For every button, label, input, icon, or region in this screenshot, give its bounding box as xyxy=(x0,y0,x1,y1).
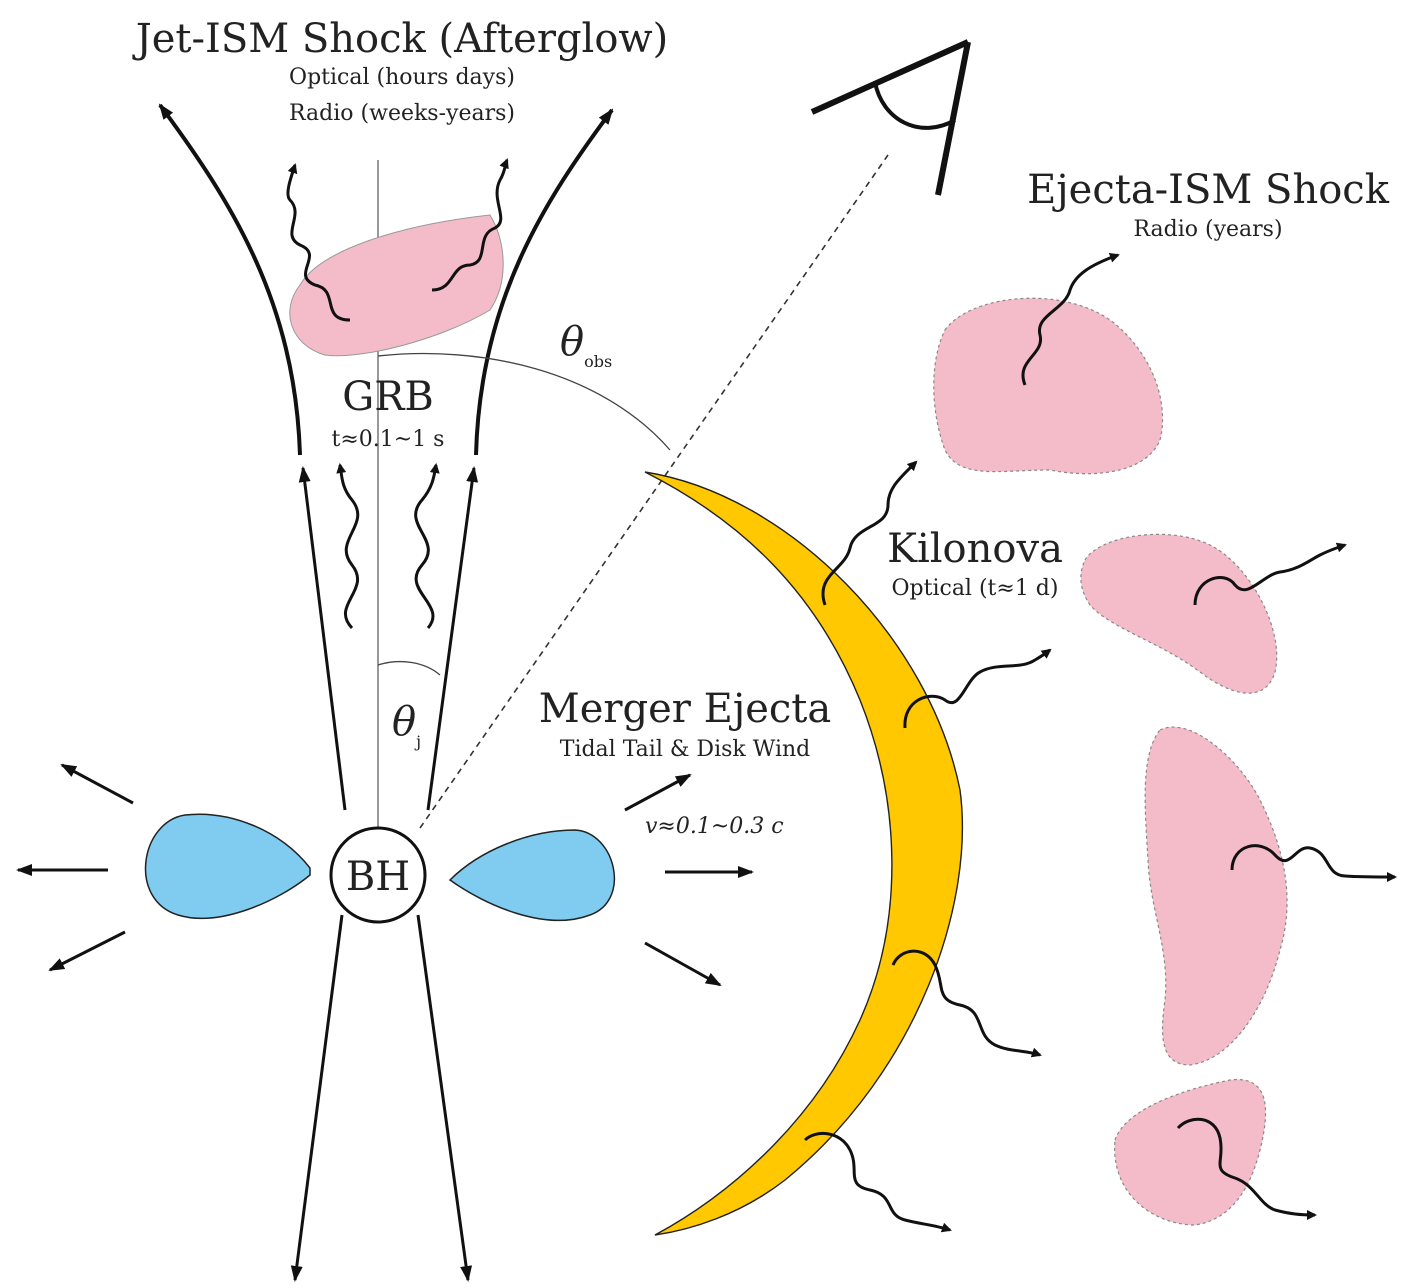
jet-down-left-arrow xyxy=(295,915,342,1280)
jet-down-right-arrow xyxy=(418,915,468,1280)
jet-shock-title: Jet-ISM Shock (Afterglow) xyxy=(132,16,669,62)
kilonova-wave-4 xyxy=(805,1133,950,1230)
outflow-arrow-right-up xyxy=(625,775,690,810)
theta-j-arc xyxy=(378,662,440,675)
ejecta-ism-blob-3 xyxy=(1145,727,1287,1065)
kilonova-title: Kilonova xyxy=(887,526,1063,572)
merger-ejecta-sub: Tidal Tail & Disk Wind xyxy=(560,737,810,762)
eye-observer-icon xyxy=(812,42,968,195)
disk-lobe-right xyxy=(450,830,614,920)
ejecta-ism-blob-1 xyxy=(934,298,1163,473)
grb-time: t≈0.1~1 s xyxy=(332,427,445,452)
jet-inner-right-arrow xyxy=(428,468,474,810)
jet-shock-optical: Optical (hours days) xyxy=(289,65,515,90)
outflow-arrow-right-down xyxy=(645,943,720,985)
outflow-arrow-left-down xyxy=(50,932,125,970)
afterglow-shock-blob xyxy=(290,215,503,356)
ejecta-ism-blob-4 xyxy=(1115,1080,1266,1225)
merger-ejecta-title: Merger Ejecta xyxy=(539,686,831,732)
velocity-label: v≈0.1~0.3 c xyxy=(645,814,784,839)
kilonova-optical: Optical (t≈1 d) xyxy=(892,576,1059,601)
bh-label: BH xyxy=(346,854,410,900)
ejecta-ism-blob-2 xyxy=(1081,534,1277,693)
jet-inner-left-arrow xyxy=(303,468,345,810)
grb-title: GRB xyxy=(342,374,433,420)
ejecta-shock-title: Ejecta-ISM Shock xyxy=(1027,167,1390,213)
outflow-arrow-left-up xyxy=(62,765,133,803)
theta-obs-label: θobs xyxy=(560,319,612,371)
ejecta-shock-radio: Radio (years) xyxy=(1133,217,1282,242)
jet-shock-radio: Radio (weeks-years) xyxy=(289,101,515,126)
grb-wave-right xyxy=(416,465,436,628)
disk-lobe-left xyxy=(146,814,310,918)
theta-j-label: θj xyxy=(392,699,421,751)
jet-boundary-left-arrow xyxy=(160,105,300,455)
grb-wave-left xyxy=(340,465,358,628)
